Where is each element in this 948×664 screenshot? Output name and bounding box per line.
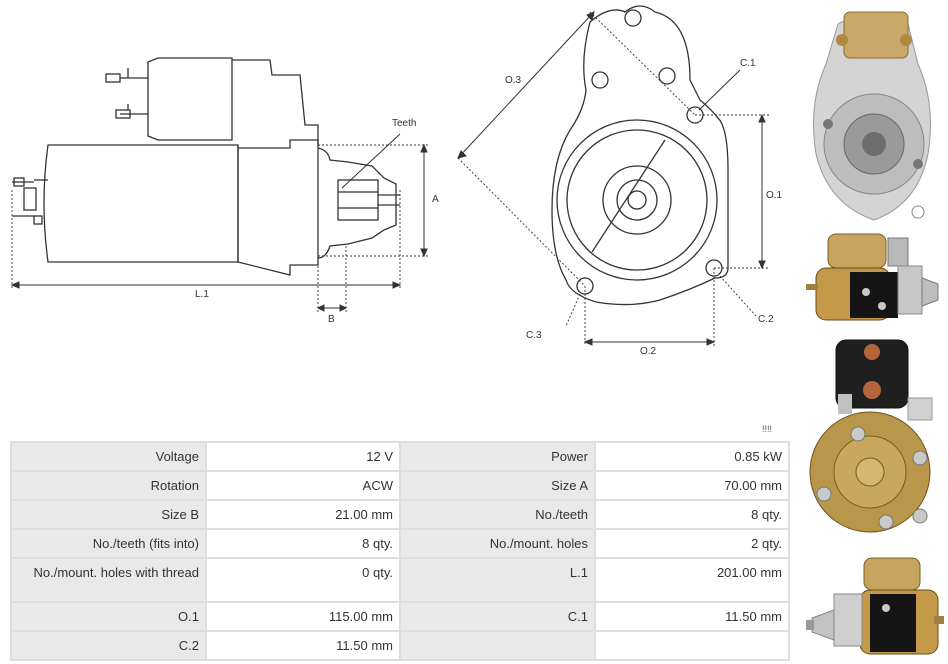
spec-label: Rotation xyxy=(10,470,207,501)
spec-label: No./teeth xyxy=(399,499,596,530)
label-c2: C.2 xyxy=(758,314,774,325)
specs-table: Voltage 12 V Power 0.85 kW Rotation ACW … xyxy=(10,441,790,661)
spec-value: 201.00 mm xyxy=(594,557,790,603)
spec-value: 11.50 mm xyxy=(205,630,401,661)
spec-value: 0 qty. xyxy=(205,557,401,603)
starter-front-photo xyxy=(808,4,940,224)
starter-rear-photo xyxy=(808,338,940,544)
mounting-flange-outline xyxy=(551,5,729,306)
label-teeth: Teeth xyxy=(392,118,417,129)
label-dim-a: A xyxy=(432,194,439,205)
spec-label: C.2 xyxy=(10,630,207,661)
spec-value: 11.50 mm xyxy=(594,601,790,632)
spec-value: 115.00 mm xyxy=(205,601,401,632)
table-row: O.1 115.00 mm C.1 11.50 mm xyxy=(10,601,790,632)
spec-label: L.1 xyxy=(399,557,596,603)
label-c3: C.3 xyxy=(526,330,542,341)
spec-label: Size A xyxy=(399,470,596,501)
teeth-leader xyxy=(341,133,401,189)
spec-label: O.1 xyxy=(10,601,207,632)
spec-value: 8 qty. xyxy=(594,499,790,530)
table-row: C.2 11.50 mm xyxy=(10,630,790,661)
solenoid-outline xyxy=(147,57,233,141)
table-row: Voltage 12 V Power 0.85 kW xyxy=(10,441,790,472)
spec-label: Voltage xyxy=(10,441,207,472)
starter-side-photo-2 xyxy=(806,556,944,660)
flange-face-outer xyxy=(556,119,718,281)
spec-value: 2 qty. xyxy=(594,528,790,559)
spec-value: ACW xyxy=(205,470,401,501)
spec-value: 70.00 mm xyxy=(594,470,790,501)
spec-label: C.1 xyxy=(399,601,596,632)
spec-value: 12 V xyxy=(205,441,401,472)
spec-value: 0.85 kW xyxy=(594,441,790,472)
starter-schematic xyxy=(10,5,770,346)
table-row: Rotation ACW Size A 70.00 mm xyxy=(10,470,790,501)
starter-side-photo xyxy=(806,228,944,326)
spec-label: Power xyxy=(399,441,596,472)
watermark: !!!! xyxy=(762,424,773,434)
label-dim-b: B xyxy=(328,314,335,325)
spec-label: Size B xyxy=(10,499,207,530)
spec-label xyxy=(399,630,596,661)
label-c1: C.1 xyxy=(740,58,756,69)
motor-body-outline xyxy=(43,144,239,263)
drive-housing-outline xyxy=(237,139,319,276)
label-dim-o1: O.1 xyxy=(766,190,783,201)
spec-value: 21.00 mm xyxy=(205,499,401,530)
spec-label: No./mount. holes xyxy=(399,528,596,559)
pinion-gear xyxy=(337,179,379,221)
spec-label: No./mount. holes with thread xyxy=(10,557,207,603)
table-row: No./mount. holes with thread 0 qty. L.1 … xyxy=(10,557,790,603)
technical-drawing: Teeth A L.1 B O.3 C.1 O.1 C.2 C.3 O.2 !!… xyxy=(10,5,783,434)
label-dim-o3: O.3 xyxy=(505,75,522,86)
housing-top-outline xyxy=(232,59,319,145)
table-row: No./teeth (fits into) 8 qty. No./mount. … xyxy=(10,528,790,559)
spec-label: No./teeth (fits into) xyxy=(10,528,207,559)
spec-value: 8 qty. xyxy=(205,528,401,559)
spec-value xyxy=(594,630,790,661)
table-row: Size B 21.00 mm No./teeth 8 qty. xyxy=(10,499,790,530)
label-dim-l1: L.1 xyxy=(195,289,209,300)
label-dim-o2: O.2 xyxy=(640,346,657,357)
